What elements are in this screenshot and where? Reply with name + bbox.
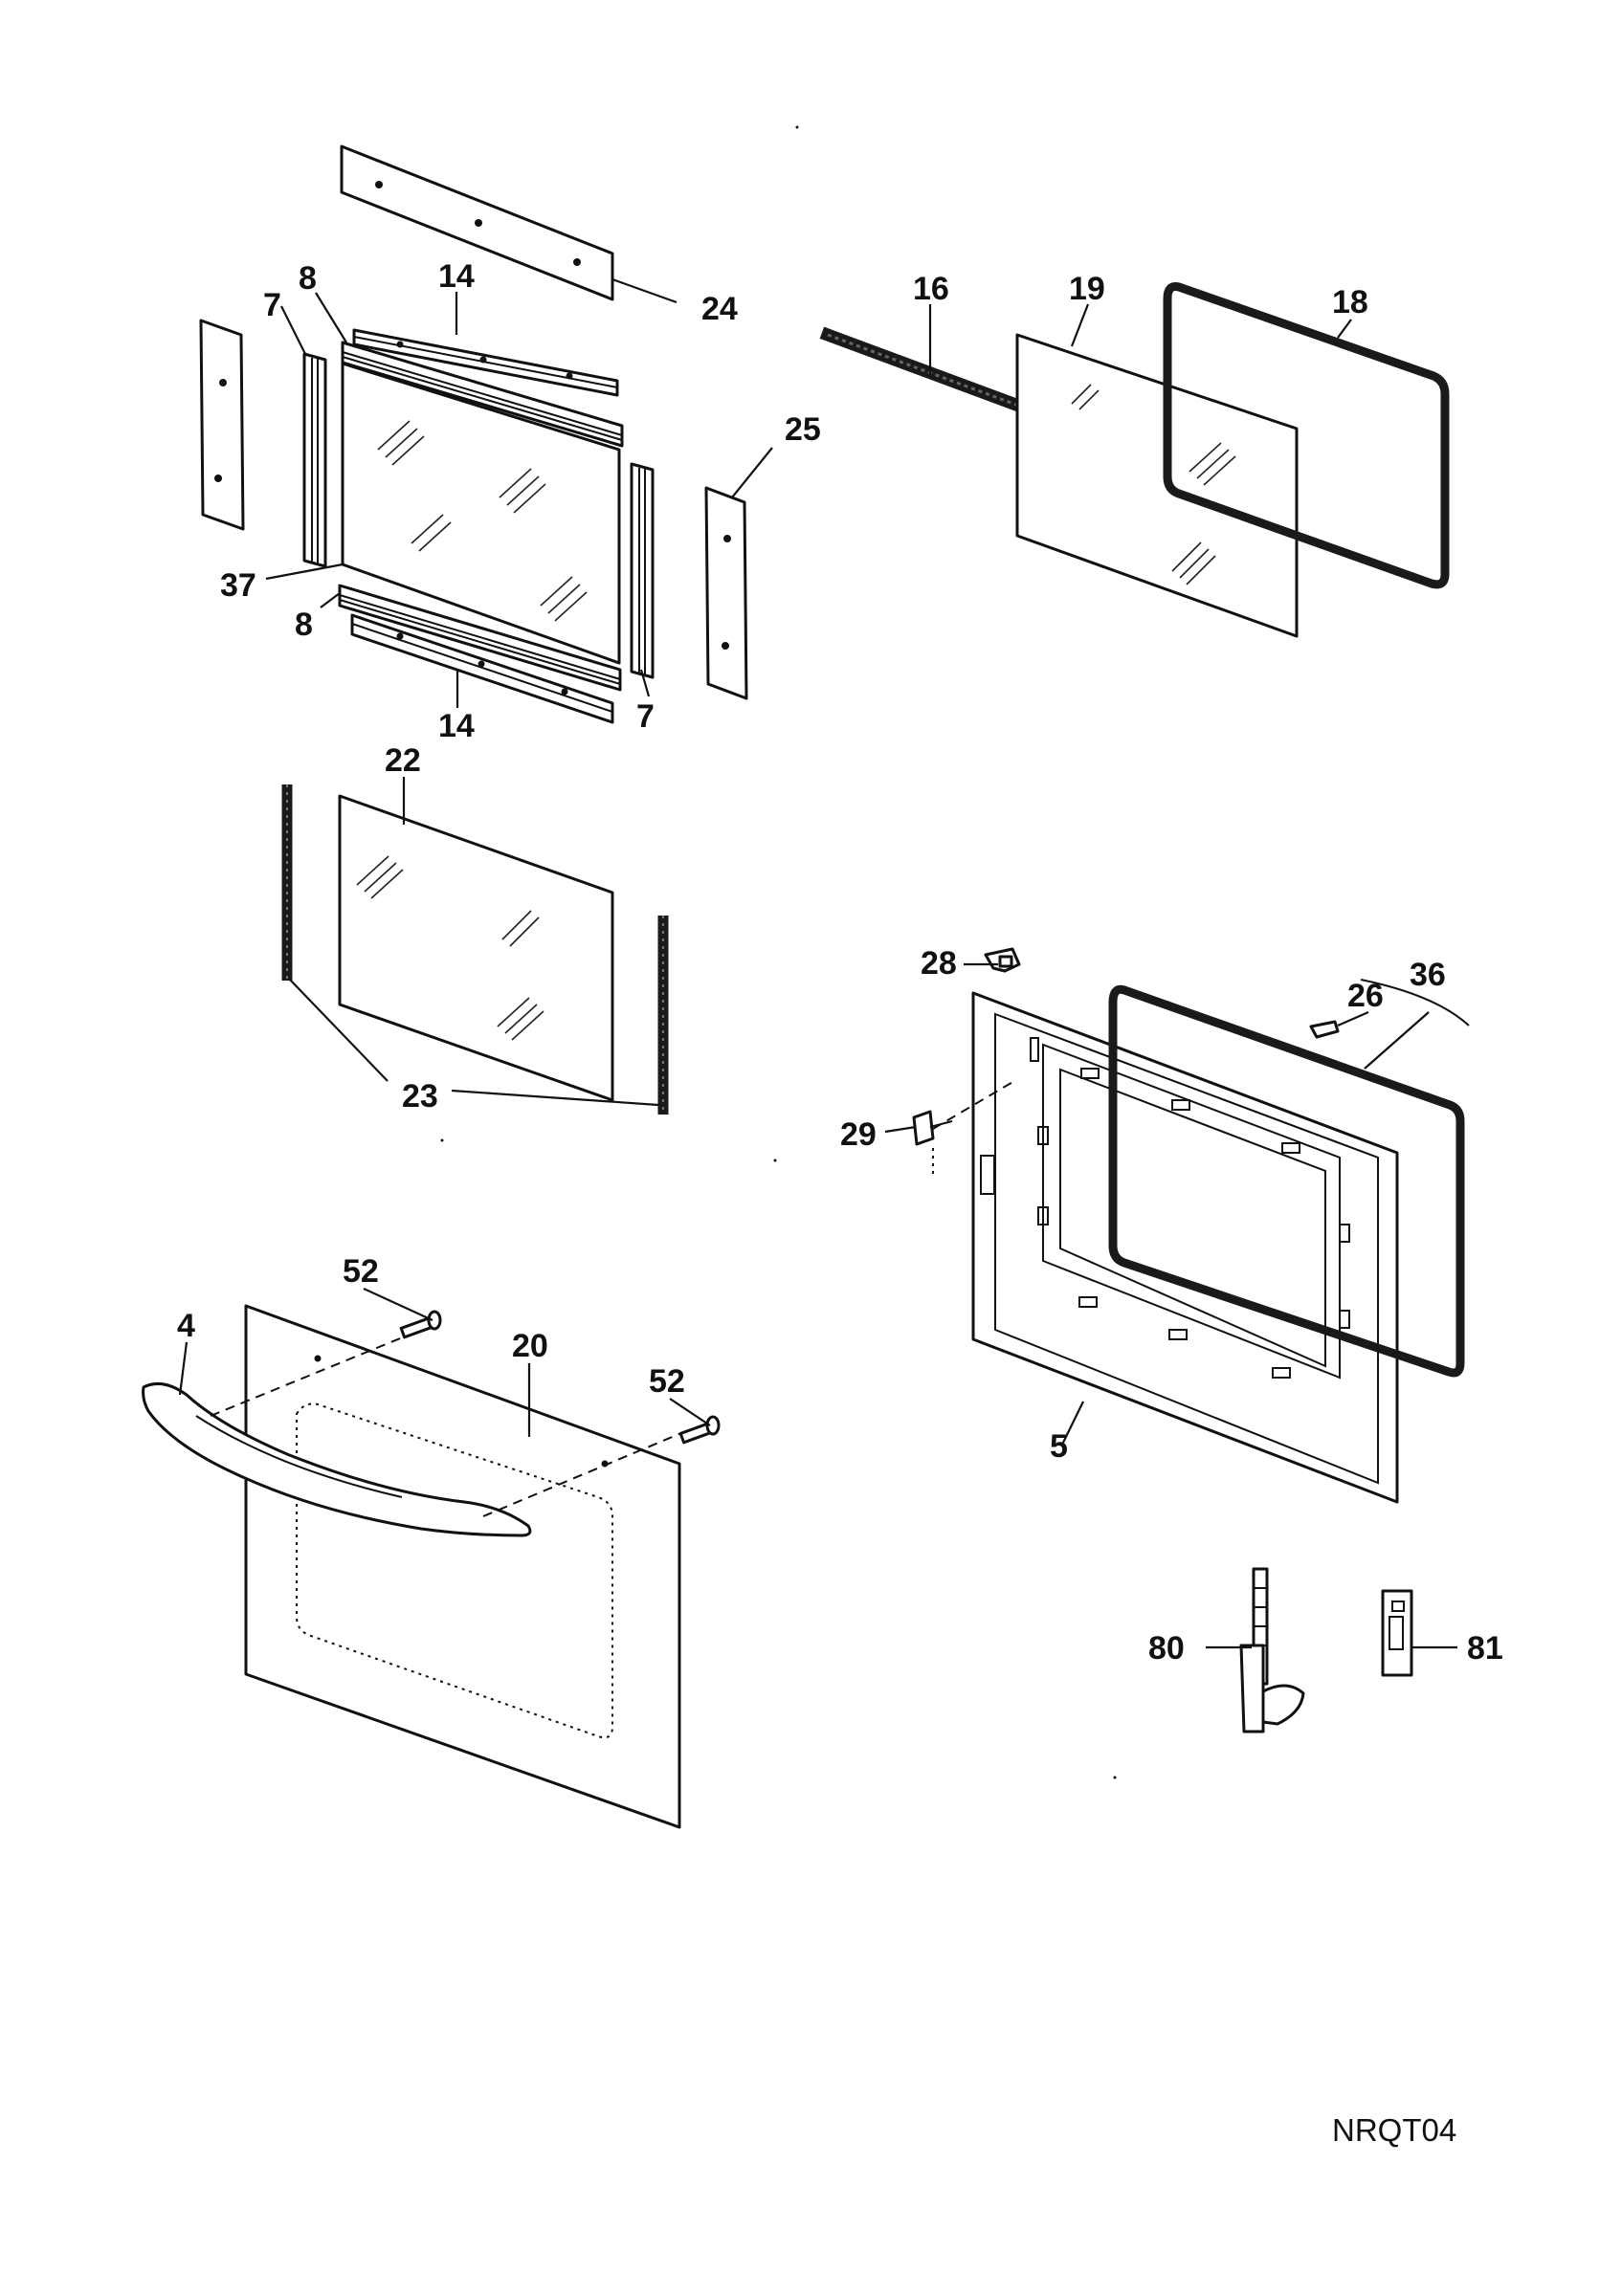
callout-52-top: 52 <box>343 1253 379 1290</box>
callout-18: 18 <box>1332 284 1368 320</box>
callout-22: 22 <box>385 742 421 779</box>
callout-8-bottom: 8 <box>295 607 313 643</box>
part-18-door-gasket <box>1163 282 1450 589</box>
callout-37: 37 <box>220 567 256 604</box>
part-52-screw-right <box>678 1415 721 1445</box>
part-37-inner-glass <box>341 362 621 665</box>
callout-81: 81 <box>1467 1630 1503 1667</box>
callout-7-left: 7 <box>263 287 281 323</box>
callout-36: 36 <box>1410 957 1446 993</box>
drawing-code: NRQT04 <box>1332 2112 1457 2148</box>
part-28-clip <box>984 947 1021 973</box>
callout-28: 28 <box>921 945 957 982</box>
part-36-frame-seal <box>1108 979 1470 1378</box>
part-5-door-frame <box>971 991 1399 1504</box>
callout-4: 4 <box>177 1308 195 1344</box>
part-7-right-retainer <box>630 462 655 679</box>
callout-14-bottom: 14 <box>438 708 475 744</box>
part-81-hinge-receiver <box>1381 1589 1413 1677</box>
callout-labels: 24 14 8 7 25 37 8 14 7 16 19 18 22 23 28… <box>177 258 1503 1667</box>
part-22-glass <box>338 794 614 1102</box>
part-19-glass-panel <box>1015 333 1299 638</box>
part-80-hinge <box>1239 1567 1305 1733</box>
part-20-outer-door <box>244 1304 681 1829</box>
callout-20: 20 <box>512 1328 548 1364</box>
callout-25: 25 <box>785 411 821 448</box>
callout-23: 23 <box>402 1078 438 1115</box>
specks <box>440 125 1117 1779</box>
callout-24: 24 <box>701 291 738 327</box>
left-side-strip <box>199 319 245 531</box>
callout-26: 26 <box>1347 978 1384 1014</box>
callout-29: 29 <box>840 1116 877 1153</box>
callout-52-right: 52 <box>649 1363 685 1400</box>
leader-lines <box>178 277 1457 1649</box>
part-7-left-retainer <box>302 352 327 568</box>
part-23-seals <box>281 784 669 1115</box>
part-25-right-strip <box>704 486 748 700</box>
part-8-bottom-retainer <box>338 584 622 692</box>
callout-14-top: 14 <box>438 258 475 295</box>
part-4-handle <box>142 1381 532 1537</box>
callout-19: 19 <box>1069 271 1105 307</box>
callout-5: 5 <box>1050 1428 1068 1465</box>
part-14-bottom-channel <box>350 613 614 724</box>
callout-80: 80 <box>1148 1630 1185 1667</box>
part-8-top-retainer <box>341 341 624 448</box>
callout-16: 16 <box>913 271 949 307</box>
part-24-top-strip <box>340 144 614 301</box>
callout-8-top: 8 <box>299 260 317 297</box>
part-14-top-channel <box>352 328 619 397</box>
part-52-screw-top <box>399 1310 442 1339</box>
callout-7-right: 7 <box>636 698 655 735</box>
part-26-clip <box>1309 1020 1340 1039</box>
